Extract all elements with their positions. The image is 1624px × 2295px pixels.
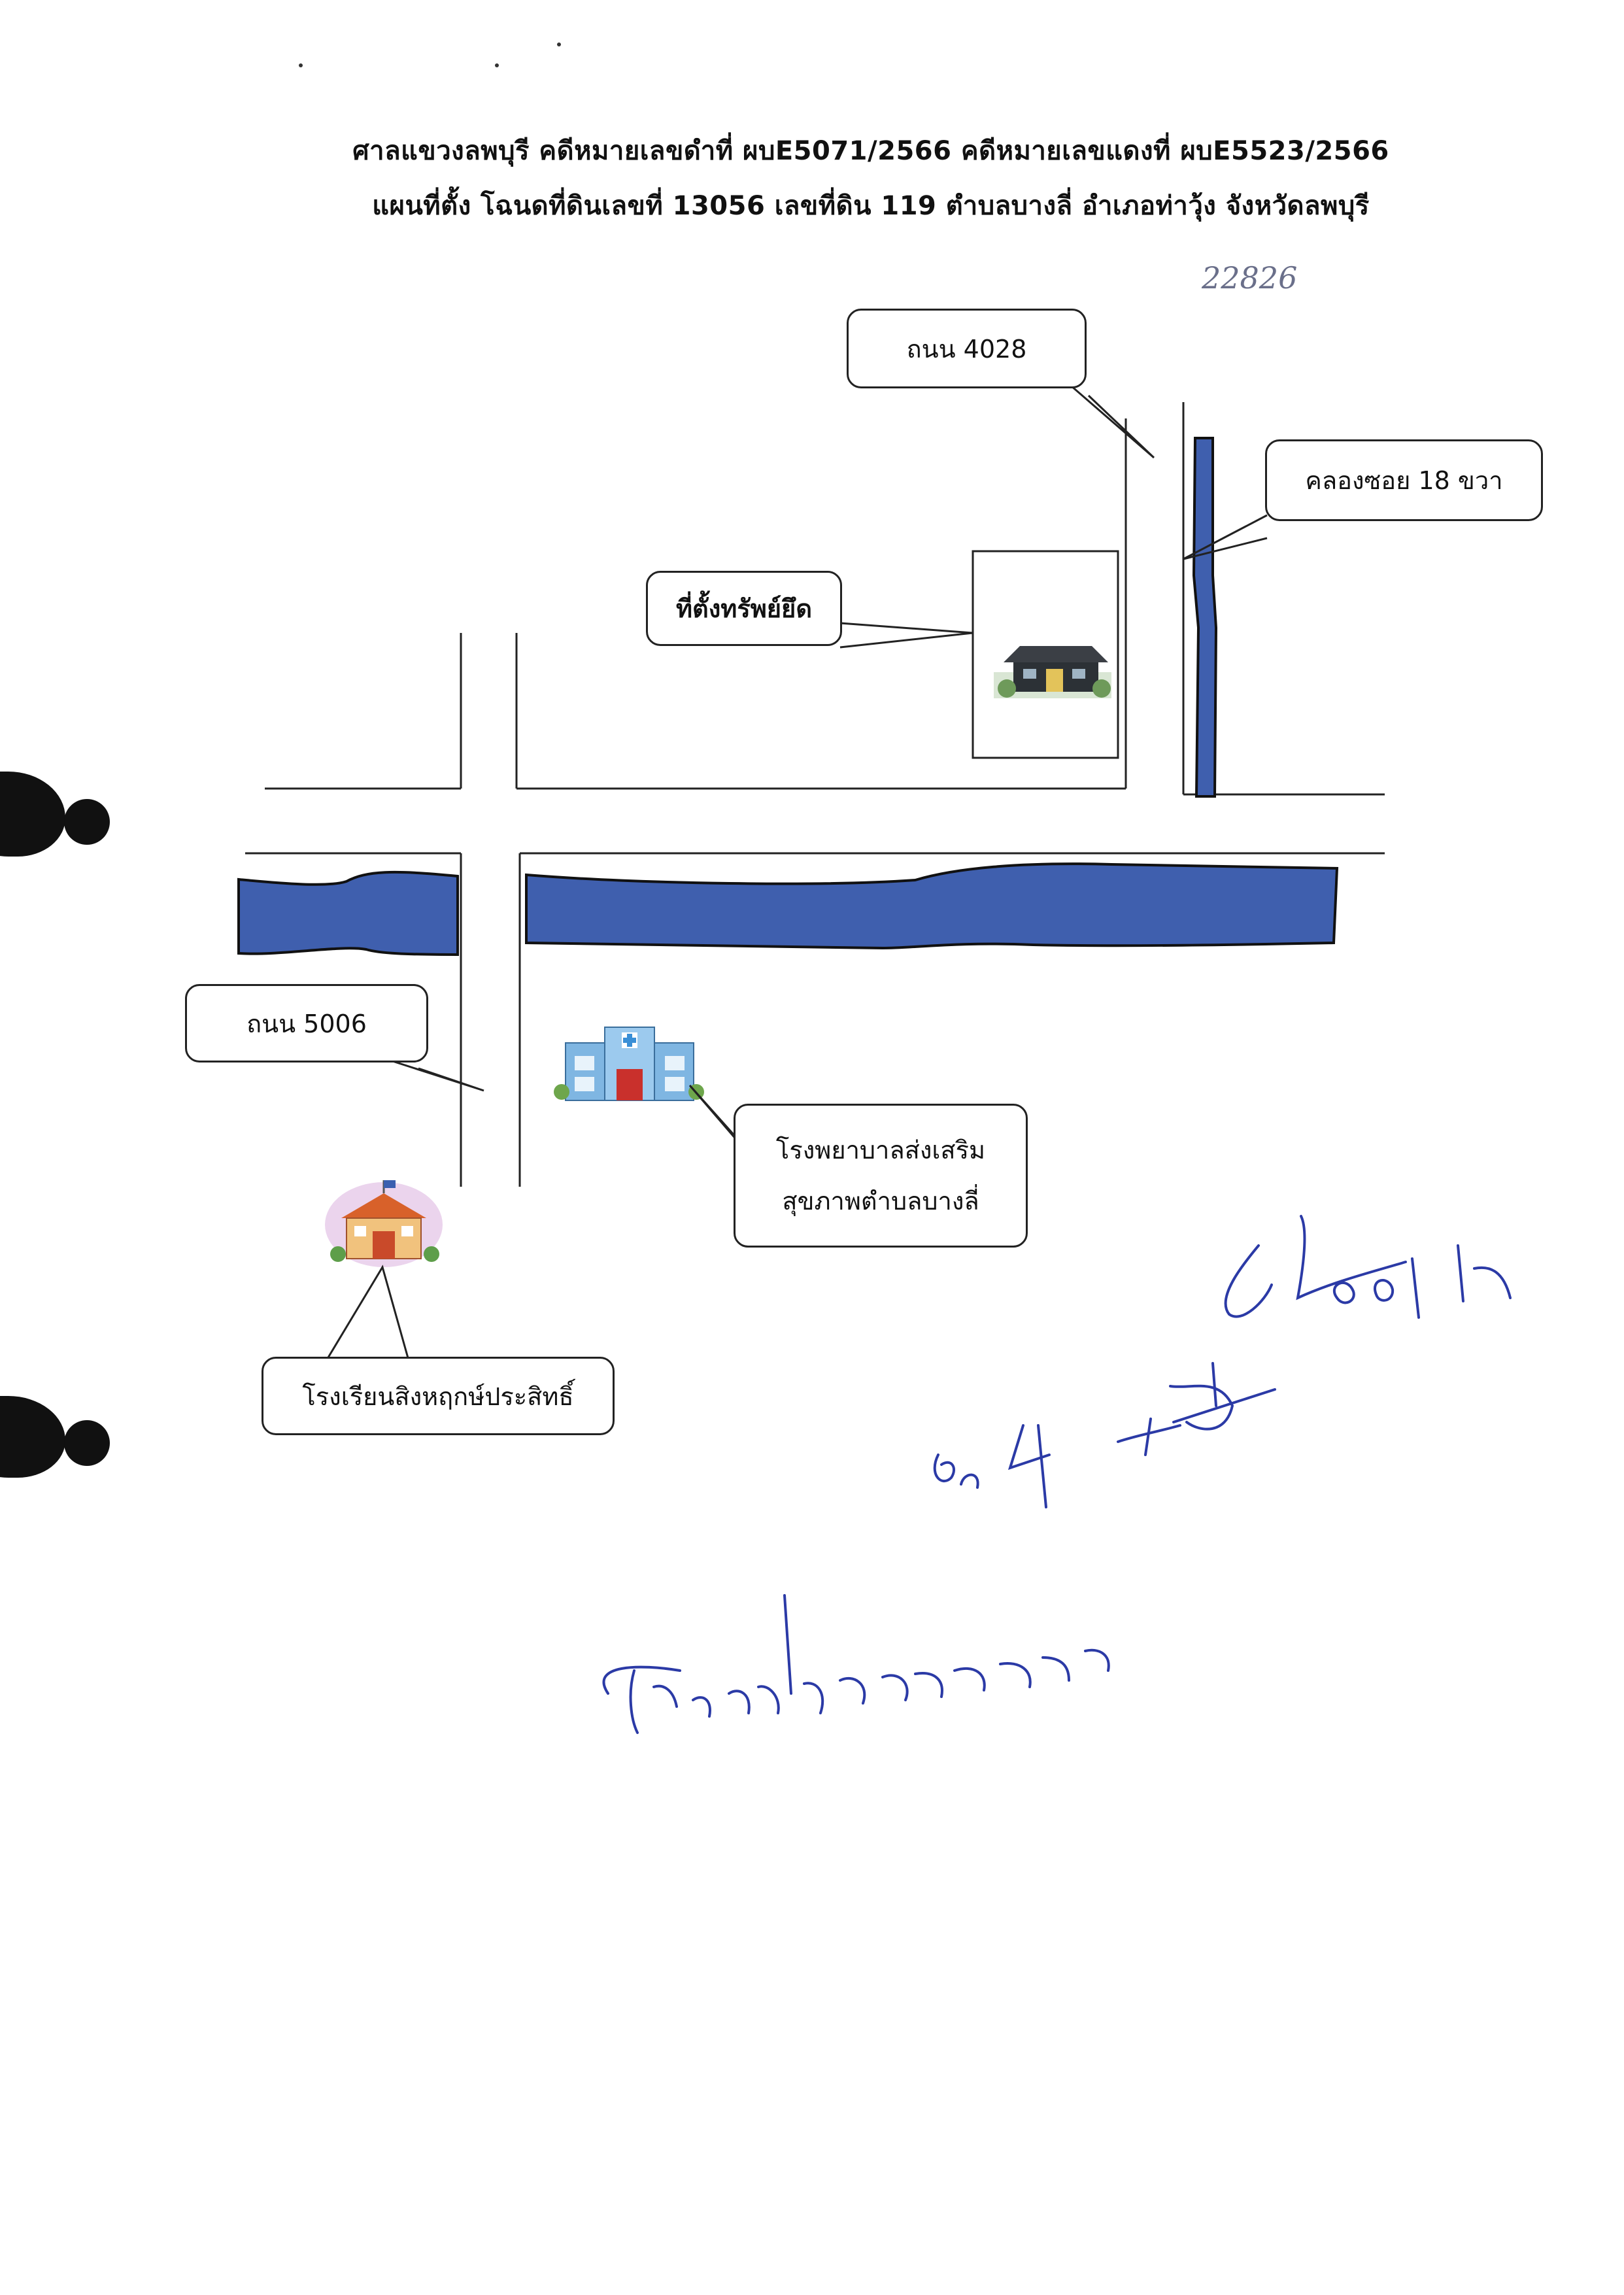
punch-hole-mark [64, 1420, 110, 1466]
scan-speck [557, 42, 561, 46]
water-body-right [525, 862, 1339, 950]
road-lines-upper [245, 402, 1385, 1187]
callout-road-4028: ถนน 4028 [847, 309, 1087, 388]
callout-seized-property-text: ที่ตั้งทรัพย์ยึด [676, 594, 812, 623]
callout-hospital-line2: สุขภาพตำบลบางลี่ [782, 1187, 979, 1216]
scan-speck [495, 63, 499, 67]
document-title-location: แผนที่ตั้ง โฉนดที่ดินเลขที่ 13056 เลขที่… [372, 191, 1370, 221]
handwritten-signatures [602, 1215, 1512, 1734]
callout-school-text: โรงเรียนสิงหฤกษ์ประสิทธิ์ [302, 1382, 574, 1411]
school-icon [325, 1180, 443, 1267]
house-icon [994, 646, 1111, 698]
callout-canal-text: คลองซอย 18 ขวา [1305, 466, 1503, 495]
callout-pointers [321, 380, 1268, 1368]
canal-vertical [1192, 437, 1218, 798]
callout-seized-property: ที่ตั้งทรัพย์ยึด [646, 571, 842, 646]
callout-road-4028-text: ถนน 4028 [906, 334, 1027, 364]
hospital-icon [554, 1027, 704, 1101]
callout-hospital: โรงพยาบาลส่งเสริม สุขภาพตำบลบางลี่ [734, 1104, 1028, 1248]
punch-hole-mark [64, 799, 110, 845]
callout-canal: คลองซอย 18 ขวา [1265, 439, 1543, 521]
scan-speck [299, 63, 303, 67]
callout-road-5006-text: ถนน 5006 [246, 1009, 367, 1038]
callout-road-5006: ถนน 5006 [185, 984, 428, 1062]
callout-school: โรงเรียนสิงหฤกษ์ประสิทธิ์ [262, 1357, 615, 1435]
document-title-case-numbers: ศาลแขวงลพบุรี คดีหมายเลขดำที่ ผบE5071/25… [352, 136, 1389, 166]
water-body-left [237, 870, 459, 957]
callout-hospital-line1: โรงพยาบาลส่งเสริม [775, 1136, 986, 1164]
handwritten-page-number: 22826 [1202, 260, 1298, 296]
